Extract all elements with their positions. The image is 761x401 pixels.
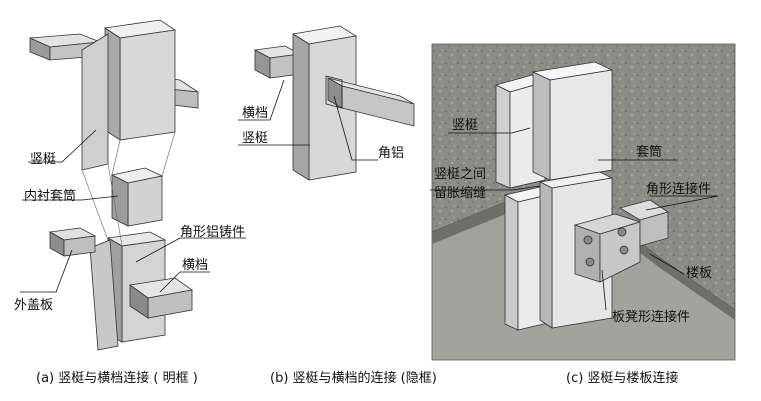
label-gap-line2-c: 留胀缩缝: [434, 186, 487, 201]
angle-connector-c: [618, 199, 669, 247]
label-mullion-b: 竖梃: [242, 131, 269, 146]
label-gap-line1-c: 竖梃之间: [434, 167, 487, 182]
caption-c: (c) 竖梃与楼板连接: [566, 371, 679, 386]
label-mullion-c: 竖梃: [452, 118, 479, 133]
caption-b: (b) 竖梃与横档的连接 (隐框): [270, 371, 437, 386]
inner-sleeve-a: [110, 167, 164, 227]
caption-a: (a) 竖梃与横档连接 ( 明框 ): [36, 371, 198, 386]
label-mullion-a: 竖梃: [30, 152, 57, 167]
label-outer-cover-a: 外盖板: [14, 298, 54, 313]
label-transom-a: 横档: [182, 258, 209, 273]
label-floor-slab-c: 楼板: [686, 266, 713, 281]
panel-c-drawing: [430, 43, 736, 361]
label-stool-connector-c: 板凳形连接件: [612, 310, 691, 325]
label-angle-casting-a: 角形铝铸件: [180, 225, 246, 240]
label-sleeve-c: 套筒: [636, 145, 663, 160]
label-angle-connector-c: 角形连接件: [646, 182, 712, 197]
label-transom-b: 横档: [242, 106, 269, 121]
label-angle-aluminum-b: 角铝: [378, 146, 405, 161]
transom-right-b: [325, 75, 415, 127]
panel-a-drawing: [20, 19, 246, 351]
panel-b-drawing: [238, 25, 415, 181]
stool-connector-c: [573, 213, 642, 283]
lower-transom-a: [48, 227, 194, 319]
sleeve-c: [531, 61, 614, 329]
upper-mullion-a: [81, 19, 177, 171]
mullion-b: [291, 25, 358, 181]
transom-left-b: [253, 45, 302, 79]
label-inner-sleeve-a: 内衬套筒: [24, 189, 77, 204]
